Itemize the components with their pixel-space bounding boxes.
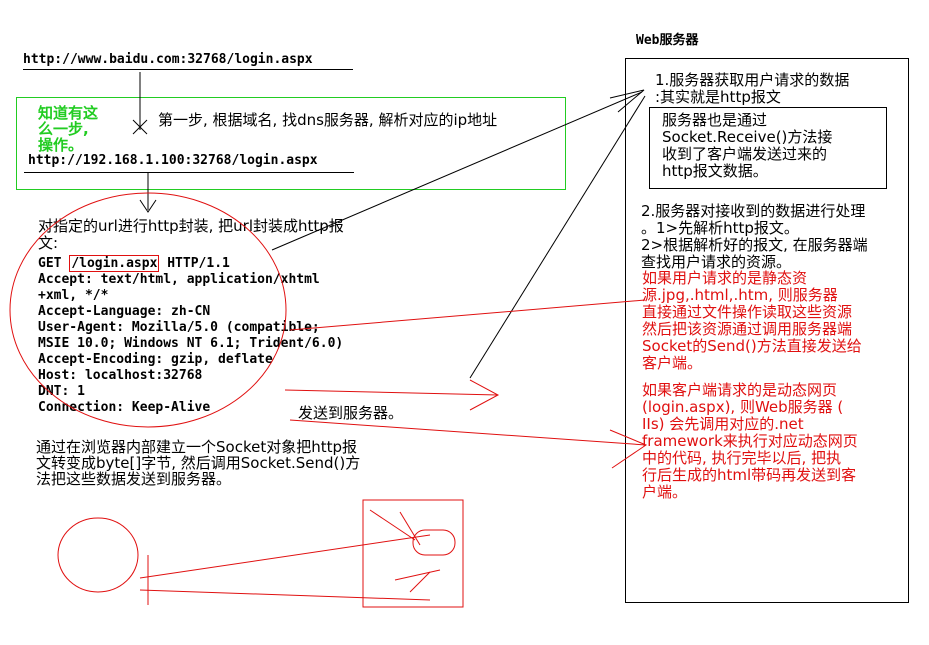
client-line xyxy=(139,589,431,601)
ip-underline xyxy=(24,172,354,173)
socket-note-box xyxy=(649,107,887,189)
server-sketch-pill xyxy=(412,529,456,556)
http-version: HTTP/1.1 xyxy=(159,256,230,271)
client-line xyxy=(139,534,431,579)
browser-note: 通过在浏览器内部建立一个Socket对象把http报 文转变成byte[]字节,… xyxy=(36,438,361,488)
down-arrowhead xyxy=(139,199,157,213)
socket-note: 服务器也是通过 Socket.Receive()方法接 收到了客户端发送过来的 … xyxy=(662,111,833,180)
http-headers: Accept: text/html, application/xhtml +xm… xyxy=(38,272,344,415)
sketch-line xyxy=(409,571,431,593)
http-method: GET xyxy=(38,256,70,271)
http-path: /login.aspx xyxy=(69,255,160,272)
server-sketch-box xyxy=(362,499,464,608)
server-point-1: 1.服务器获取用户请求的数据 :其实就是http报文 xyxy=(655,71,850,106)
ip-url: http://192.168.1.100:32768/login.aspx xyxy=(28,153,318,168)
dns-step-text: 第一步, 根据域名, 找dns服务器, 解析对应的ip地址 xyxy=(158,111,498,129)
url-underline xyxy=(23,69,353,70)
sketch-line xyxy=(394,569,441,581)
http-wrap-title: 对指定的url进行http封装, 把url封装成http报 文: xyxy=(38,217,344,252)
send-label: 发送到服务器。 xyxy=(298,404,404,422)
static-resource-note: 如果用户请求的是静态资 源.jpg,.html,.htm, 则服务器 直接通过文… xyxy=(642,269,862,372)
server-point-2: 2.服务器对接收到的数据进行处理 。1>先解析http报文。 2>根据解析好的报… xyxy=(641,202,868,271)
request-url: http://www.baidu.com:32768/login.aspx xyxy=(23,52,313,67)
web-server-title: Web服务器 xyxy=(636,33,699,48)
static-response-line xyxy=(289,299,646,331)
http-request-line: GET /login.aspx HTTP/1.1 xyxy=(38,255,230,272)
send-arrowhead xyxy=(469,379,500,411)
green-note: 知道有这 么一步, 操作。 xyxy=(38,104,99,154)
dynamic-page-note: 如果客户端请求的是动态网页 (login.aspx), 则Web服务器 ( II… xyxy=(642,381,858,501)
client-ellipse xyxy=(57,517,139,593)
sketch-line xyxy=(399,511,421,546)
sketch-line xyxy=(369,509,416,541)
